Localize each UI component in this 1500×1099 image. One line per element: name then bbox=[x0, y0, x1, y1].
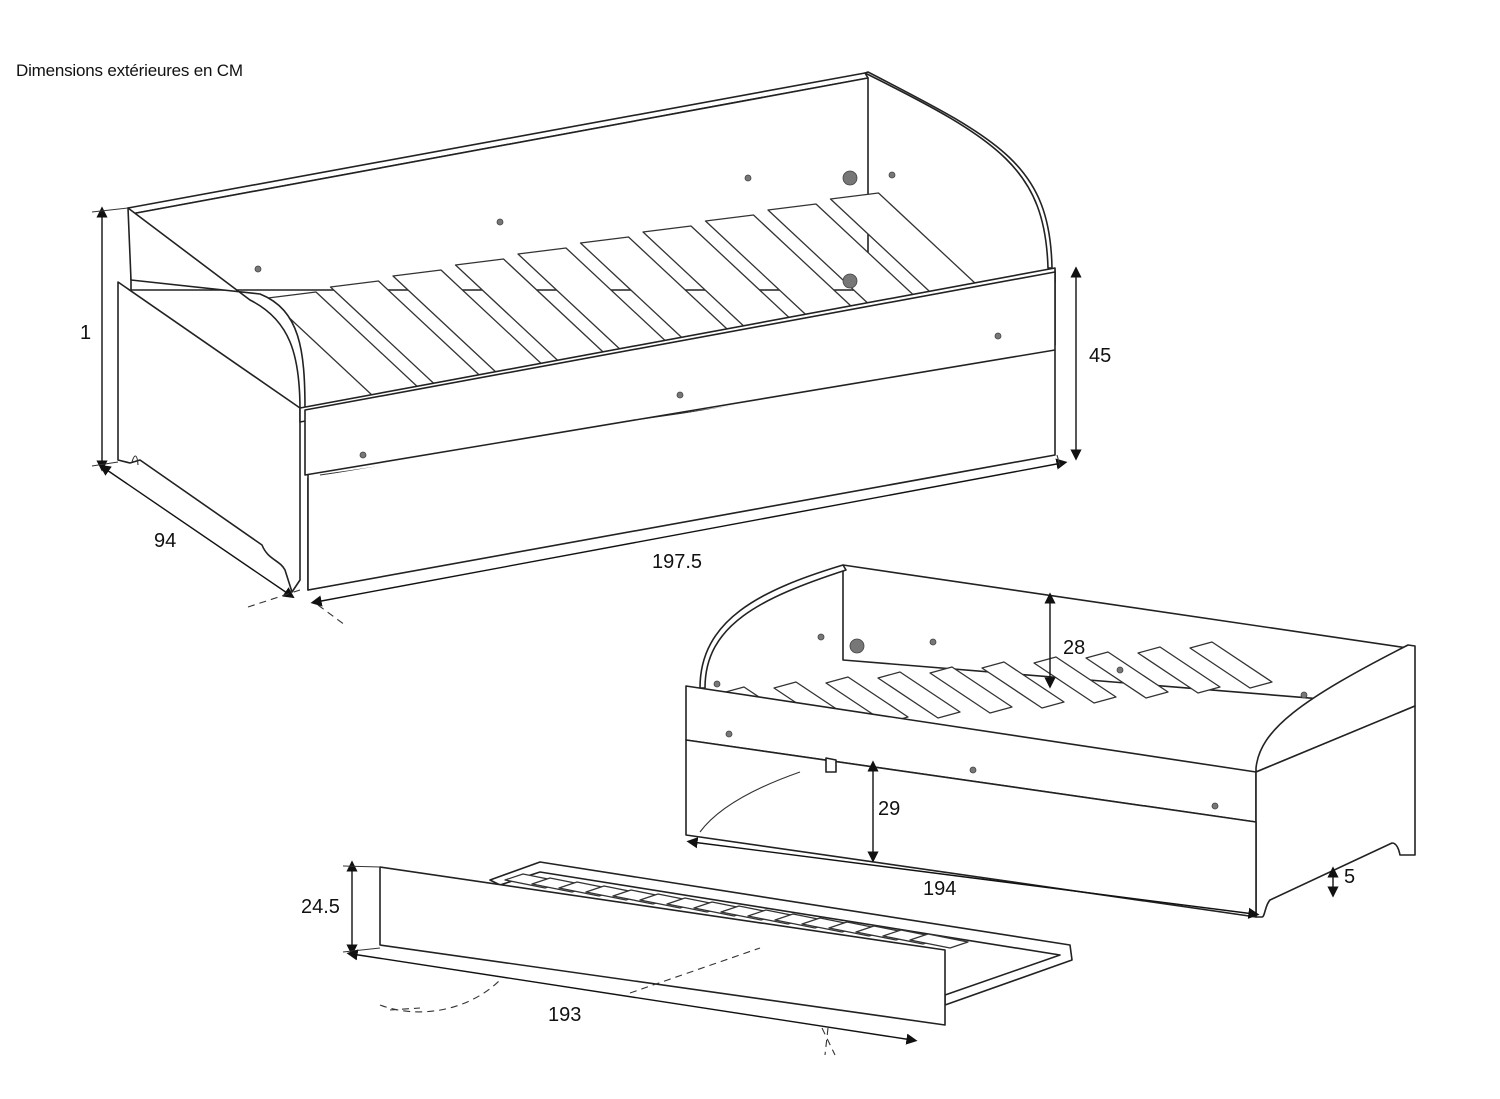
slat bbox=[825, 676, 909, 724]
slat bbox=[1085, 651, 1169, 699]
top-bed-slats bbox=[267, 192, 985, 397]
slat bbox=[981, 661, 1065, 709]
trundle-height-label: 24.5 bbox=[301, 896, 340, 918]
dimension-lines bbox=[91, 206, 1339, 1045]
slat bbox=[877, 671, 961, 719]
middle-length-label: 194 bbox=[923, 878, 957, 900]
middle-foot-height-label: 5 bbox=[1344, 866, 1356, 888]
slat bbox=[929, 666, 1013, 714]
page-title: Dimensions extérieures en CM bbox=[16, 61, 243, 80]
daybed-top-view bbox=[117, 71, 1056, 593]
trundle-drawer-view bbox=[379, 861, 1073, 1056]
top-side-height-label: 45 bbox=[1089, 345, 1112, 367]
slat bbox=[909, 933, 969, 949]
top-depth-label: 94 bbox=[154, 530, 177, 552]
top-length-label: 197.5 bbox=[652, 551, 703, 573]
slat bbox=[1189, 641, 1273, 689]
middle-under-clearance-label: 29 bbox=[878, 798, 901, 820]
top-height-partial-label: 1 bbox=[80, 322, 92, 344]
trundle-length-label: 193 bbox=[548, 1004, 582, 1026]
middle-rail-height-label: 28 bbox=[1063, 637, 1086, 659]
slat bbox=[1137, 646, 1221, 694]
